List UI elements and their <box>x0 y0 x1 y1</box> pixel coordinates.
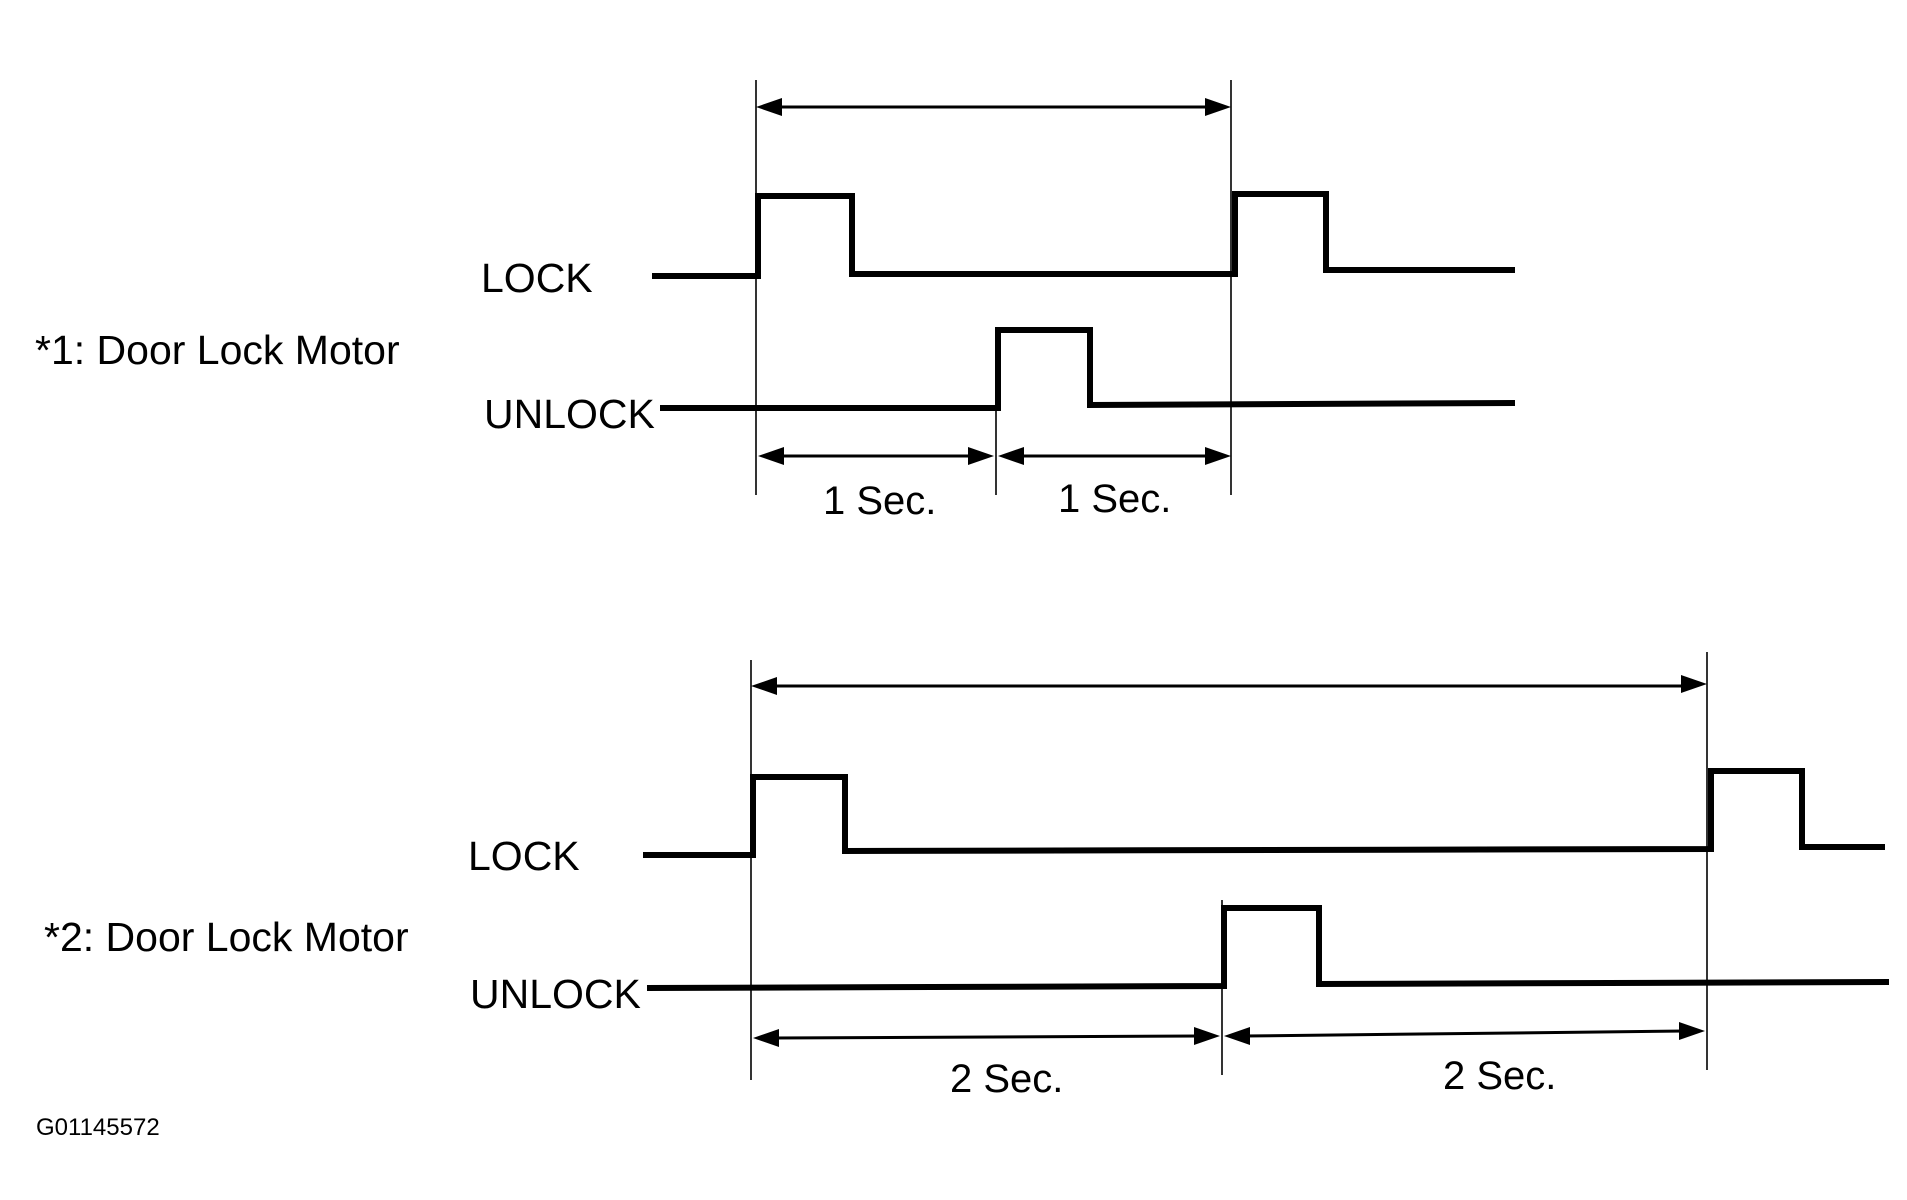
panel-1-lock-waveform <box>652 191 1515 279</box>
panel-2-period-arrow <box>751 675 1707 695</box>
panel-2-interval-2-label: 2 Sec. <box>1443 1054 1556 1098</box>
panel-2-interval-2-arrow <box>1224 1022 1705 1045</box>
panel-1-lock-label: LOCK <box>481 255 593 301</box>
panel-2-lock-waveform <box>643 768 1885 858</box>
panel-2-interval-1-arrow <box>753 1027 1220 1047</box>
panel-1-interval-2-arrow <box>998 447 1231 465</box>
panel-2-interval-1-label: 2 Sec. <box>950 1057 1063 1101</box>
panel-2-timing: *2: Door Lock Motor LOCK UNLOCK 2 Sec. 2… <box>44 652 1890 1101</box>
panel-1-interval-1-label: 1 Sec. <box>823 479 936 523</box>
panel-1-interval-2-label: 1 Sec. <box>1058 477 1171 521</box>
panel-1-period-arrow <box>756 98 1231 116</box>
panel-2-motor-label: *2: Door Lock Motor <box>44 914 409 960</box>
panel-1-unlock-waveform <box>660 327 1516 411</box>
panel-2-unlock-label: UNLOCK <box>470 971 641 1017</box>
panel-1-interval-1-arrow <box>758 447 994 465</box>
panel-1-motor-label: *1: Door Lock Motor <box>35 327 400 373</box>
panel-1-timing: *1: Door Lock Motor LOCK UNLOCK 1 Sec. 1… <box>35 80 1516 523</box>
figure-id: G01145572 <box>36 1114 160 1141</box>
panel-1-unlock-label: UNLOCK <box>484 391 655 437</box>
panel-2-lock-label: LOCK <box>468 833 580 879</box>
panel-2-unlock-waveform <box>646 905 1890 991</box>
